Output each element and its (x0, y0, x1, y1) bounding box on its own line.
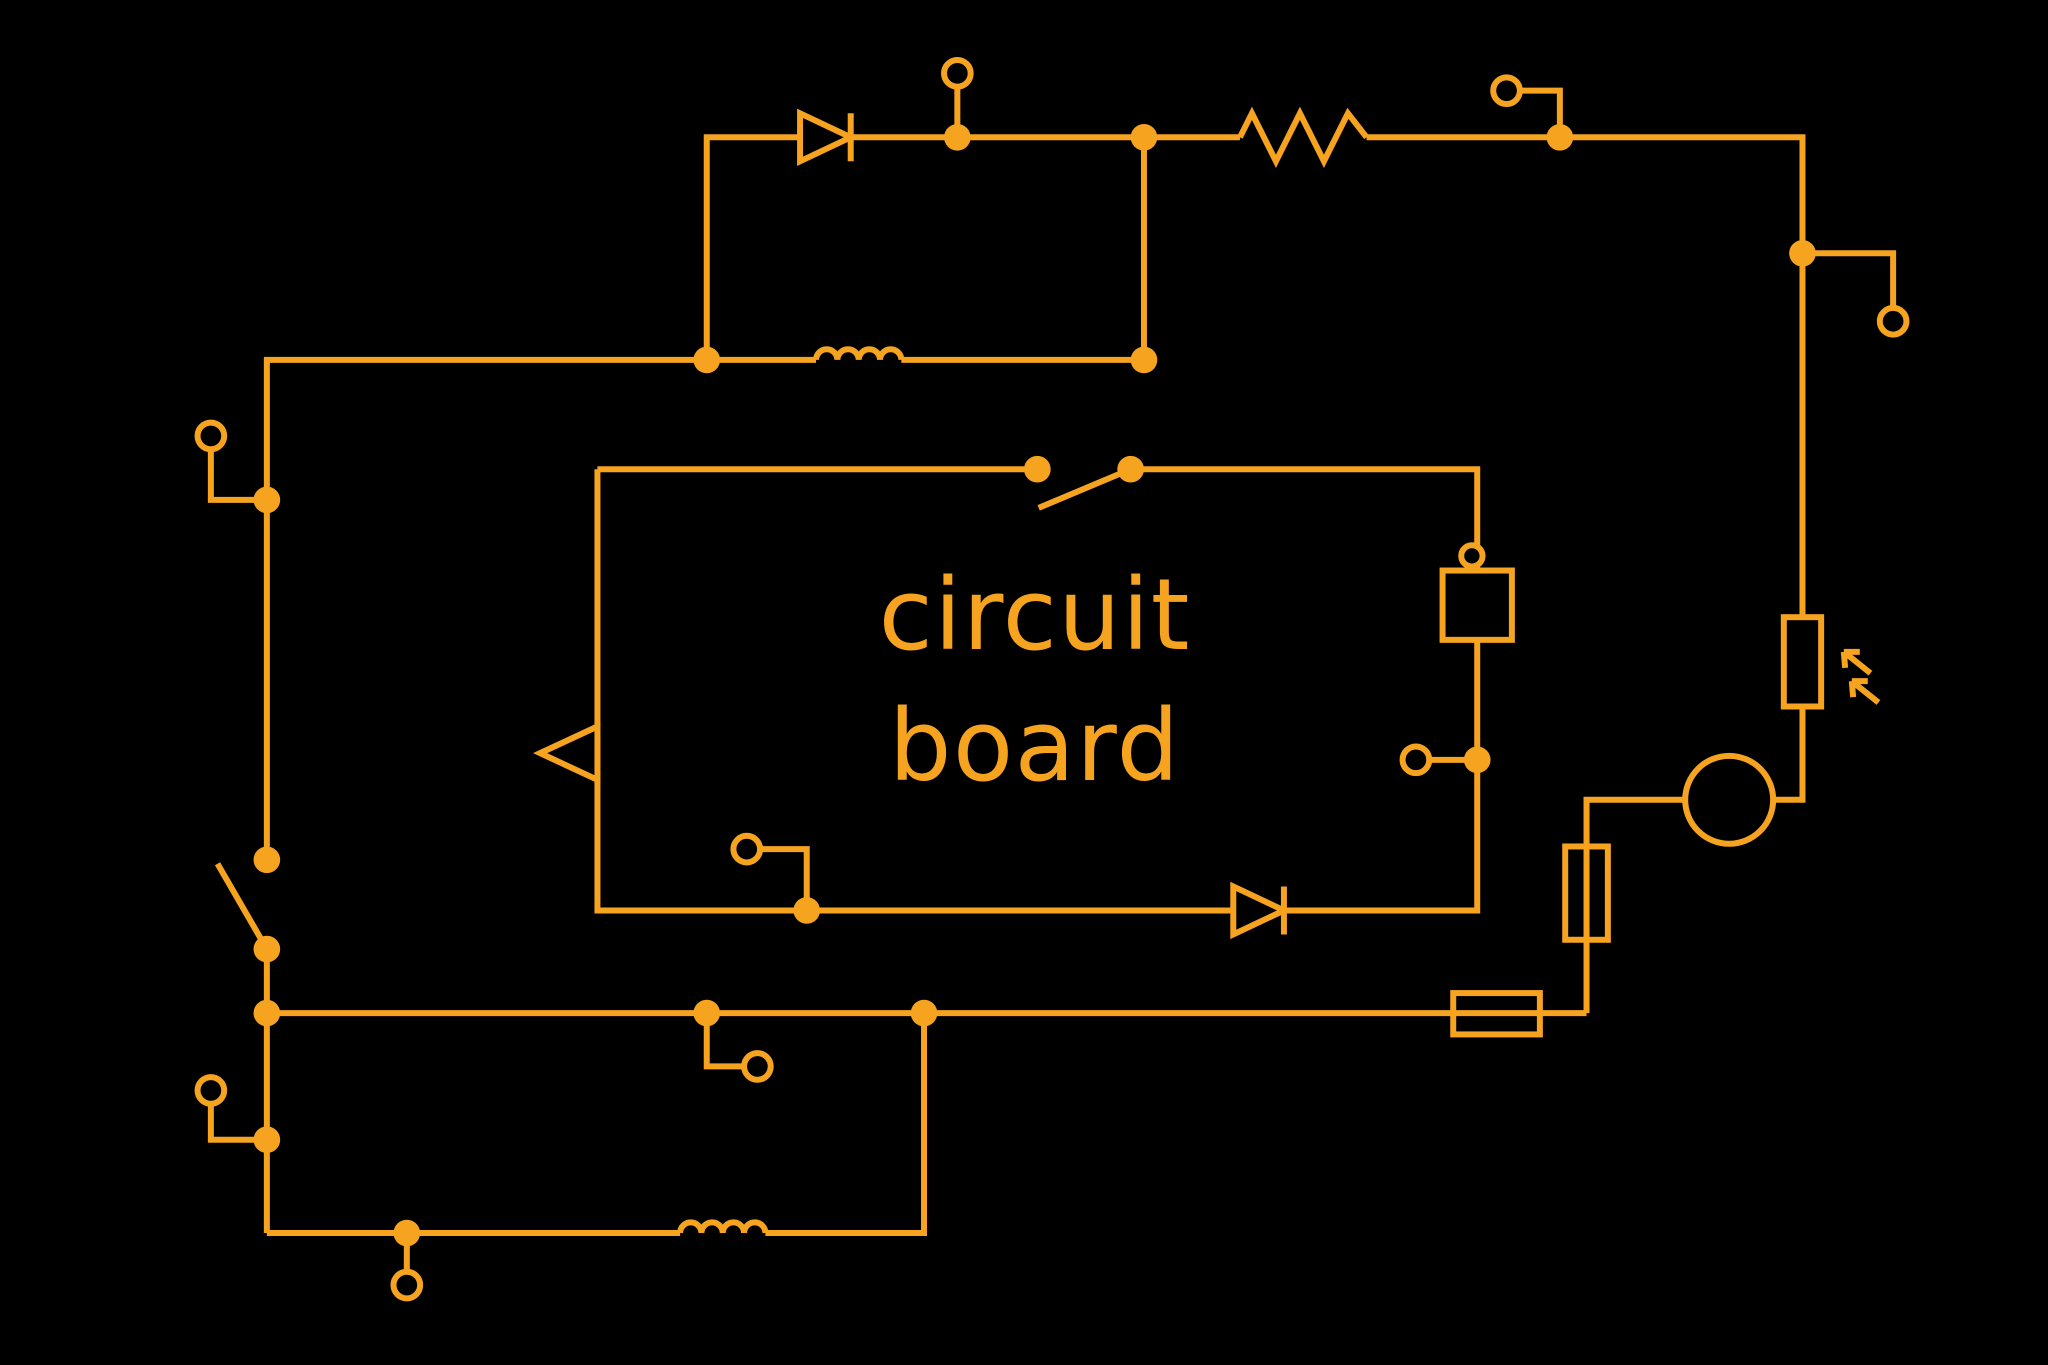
junction-dot (910, 999, 938, 1027)
relay-box-terminal (1458, 542, 1486, 570)
junction-dot (1130, 123, 1158, 151)
title-line-1: circuit (879, 558, 1191, 673)
terminal-icon (194, 419, 228, 453)
wire-stubs (207, 85, 1897, 1274)
junction-dot (253, 846, 281, 874)
connector-arrow-icon (533, 721, 601, 785)
photoresistor-body (1780, 614, 1825, 710)
junction-dot (1117, 455, 1144, 483)
terminal-icon (730, 832, 764, 866)
relay-box-body (1439, 567, 1515, 643)
wire-top-loop-bottom (706, 137, 1147, 363)
junction-dot (1546, 123, 1574, 151)
terminal-icon (194, 1074, 228, 1107)
resistor-icon (1237, 106, 1369, 169)
junction-dot (253, 999, 281, 1027)
diode-inner-icon (1230, 881, 1291, 940)
title-line-2: board (889, 689, 1180, 804)
junction-dot (393, 1219, 421, 1247)
fuse-horizontal-icon (1450, 990, 1543, 1038)
junction-dot (253, 1126, 281, 1154)
components (214, 106, 1881, 1234)
diode-top-triangle (797, 108, 858, 167)
wire-traces (207, 85, 1897, 1274)
junction-dots (253, 123, 1816, 1247)
photoresistor-arrow-2 (1848, 678, 1881, 705)
wire-left-vertical (263, 356, 707, 1234)
switch-inner-blade (1037, 466, 1132, 511)
lamp-icon (1682, 752, 1777, 847)
wire-middle-rect (594, 466, 1481, 914)
junction-dot (253, 935, 281, 963)
terminal-icon (941, 56, 974, 90)
wire-bottom-loop (266, 1013, 928, 1237)
terminal-icon (741, 1050, 774, 1083)
junction-dot (693, 346, 721, 374)
junction-dot (1024, 455, 1051, 483)
open-terminals (194, 56, 1910, 1302)
switch-left-blade (214, 862, 270, 951)
photoresistor-arrow-1 (1840, 648, 1873, 676)
diode-inner-triangle (1230, 881, 1291, 940)
inductor-top-icon (813, 346, 905, 361)
photoresistor-icon (1780, 614, 1881, 710)
junction-dot (1463, 746, 1491, 774)
terminal-icon (1399, 743, 1433, 777)
wire-top-loop (266, 134, 1806, 1017)
junction-dot (1789, 239, 1816, 267)
junction-dot (1130, 346, 1158, 374)
fuse-vertical-icon (1562, 843, 1611, 943)
inductor-bottom-icon (677, 1219, 769, 1234)
relay-box-icon (1439, 542, 1515, 643)
junction-dot (253, 486, 281, 514)
terminal-icon (1876, 304, 1910, 338)
junction-dot (944, 123, 971, 151)
terminal-icon (1490, 74, 1523, 107)
junction-dot (793, 897, 821, 924)
title: circuit board (879, 558, 1191, 804)
diode-top-icon (797, 108, 858, 167)
terminal-icon (390, 1268, 424, 1302)
junction-dot (693, 999, 721, 1027)
